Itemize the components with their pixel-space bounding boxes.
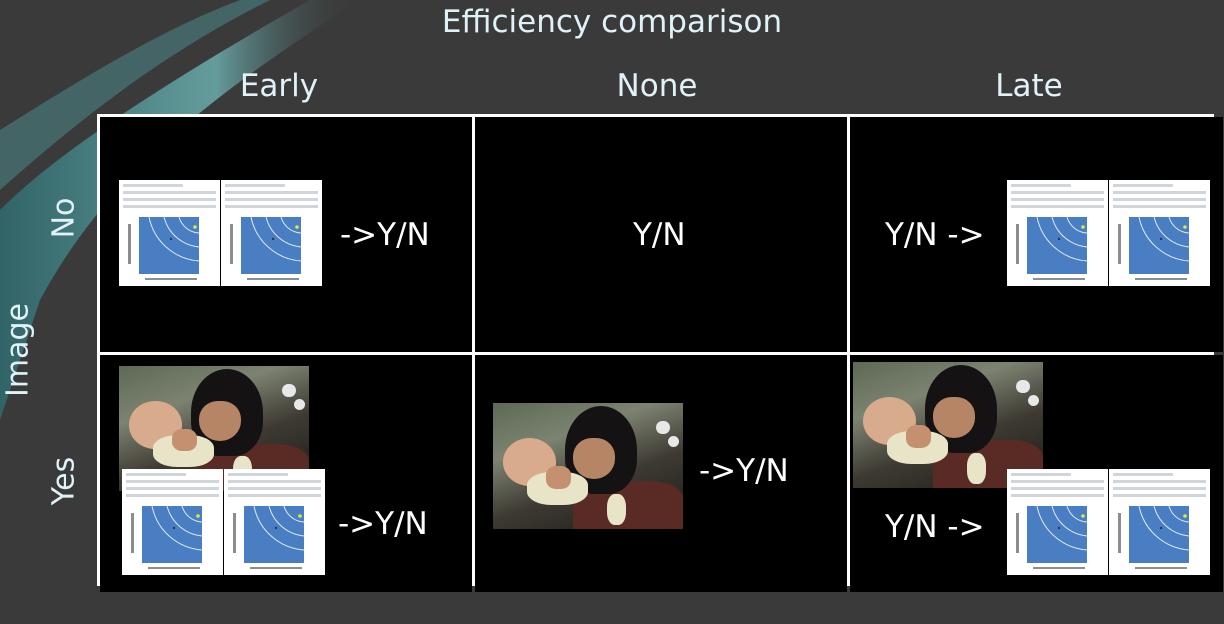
- thumbnail-plot: [1027, 217, 1087, 274]
- cell-yes-none: ->Y/N: [475, 355, 847, 592]
- thumbnail-plot: [244, 506, 304, 563]
- thumbnail-axis: [233, 513, 236, 553]
- cell-no-late: Y/N ->: [850, 117, 1223, 352]
- comparison-grid: ->Y/N Y/N Y/N -> ->Y/N ->Y/N Y/N ->: [97, 114, 1223, 592]
- mother-child-photo: [119, 366, 309, 491]
- thumbnail-table: [1113, 473, 1206, 503]
- photo-hand: [172, 428, 197, 451]
- report-thumbnail-icon: [221, 180, 322, 286]
- row-axis-label: Image: [0, 303, 36, 397]
- cell-label: ->Y/N: [699, 453, 789, 489]
- report-thumbnail-icon: [122, 469, 223, 575]
- photo-flower: [1027, 394, 1040, 407]
- thumbnail-axis: [1118, 513, 1121, 553]
- thumbnail-axis: [250, 567, 302, 569]
- column-header-late: Late: [995, 68, 1063, 104]
- thumbnail-axis: [1118, 224, 1121, 264]
- cell-no-none: Y/N: [475, 117, 847, 352]
- thumbnail-axis: [1135, 567, 1187, 569]
- photo-hand: [906, 425, 931, 448]
- cell-label: Y/N ->: [885, 509, 985, 545]
- thumbnail-plot: [142, 506, 202, 563]
- report-thumbnail-icon: [1109, 180, 1210, 286]
- photo-face: [932, 397, 975, 438]
- thumbnail-table: [1011, 473, 1104, 503]
- row-header-yes: Yes: [46, 456, 82, 506]
- thumbnail-axis: [247, 278, 299, 280]
- photo-face: [198, 401, 241, 441]
- thumbnail-axis: [1016, 224, 1019, 264]
- thumbnail-table: [123, 184, 216, 214]
- thumbnail-axis: [1135, 278, 1187, 280]
- row-header-no: No: [46, 197, 82, 239]
- thumbnail-axis: [1033, 567, 1085, 569]
- thumbnail-axis: [1016, 513, 1019, 553]
- report-thumbnail-icon: [119, 180, 220, 286]
- cell-no-early: ->Y/N: [100, 117, 472, 352]
- thumbnail-plot: [1129, 217, 1189, 274]
- column-header-none: None: [616, 68, 698, 104]
- thumbnail-table: [228, 473, 321, 503]
- photo-hand: [546, 466, 571, 489]
- thumbnail-axis: [131, 513, 134, 553]
- cell-label: ->Y/N: [340, 217, 430, 253]
- thumbnail-plot: [1129, 506, 1189, 563]
- report-thumbnail-icon: [1109, 469, 1210, 575]
- thumbnail-plot: [241, 217, 301, 274]
- report-thumbnail-icon: [224, 469, 325, 575]
- report-thumbnail-icon: [1007, 469, 1108, 575]
- thumbnail-axis: [128, 224, 131, 264]
- cell-label: ->Y/N: [338, 506, 428, 542]
- cell-label: Y/N ->: [885, 217, 985, 253]
- thumbnail-table: [1011, 184, 1104, 214]
- page-title: Efficiency comparison: [441, 4, 783, 40]
- mother-child-photo: [853, 362, 1043, 488]
- photo-flower: [1016, 379, 1030, 394]
- thumbnail-axis: [230, 224, 233, 264]
- thumbnail-plot: [139, 217, 199, 274]
- thumbnail-axis: [148, 567, 200, 569]
- thumbnail-axis: [145, 278, 197, 280]
- thumbnail-table: [1113, 184, 1206, 214]
- photo-flower: [282, 383, 296, 398]
- photo-face: [572, 438, 615, 479]
- cell-yes-early: ->Y/N: [100, 355, 472, 592]
- mother-child-photo: [493, 403, 683, 529]
- photo-sleeve: [967, 452, 986, 485]
- cell-label: Y/N: [633, 217, 686, 253]
- photo-flower: [656, 420, 670, 435]
- photo-flower: [293, 398, 306, 410]
- column-header-early: Early: [239, 68, 319, 104]
- thumbnail-table: [225, 184, 318, 214]
- photo-sleeve: [607, 493, 626, 526]
- thumbnail-plot: [1027, 506, 1087, 563]
- report-thumbnail-icon: [1007, 180, 1108, 286]
- thumbnail-axis: [1033, 278, 1085, 280]
- photo-flower: [667, 435, 680, 448]
- cell-yes-late: Y/N ->: [850, 355, 1223, 592]
- thumbnail-table: [126, 473, 219, 503]
